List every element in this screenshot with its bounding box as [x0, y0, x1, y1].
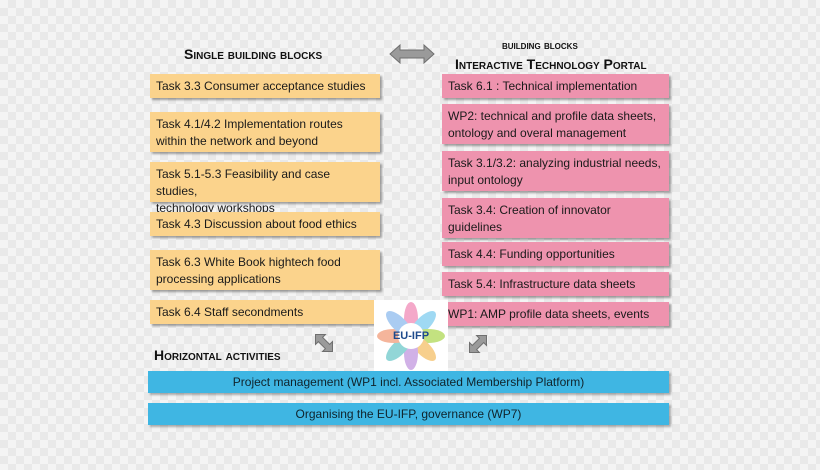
right-task-6: Task 5.4: Infrastructure data sheets — [442, 272, 669, 296]
single-building-blocks-heading: Single building blocks — [184, 46, 323, 62]
portal-heading-line2: Interactive Technology Portal — [455, 56, 647, 72]
right-task-3: Task 3.1/3.2: analyzing industrial needs… — [442, 151, 669, 191]
left-task-2: Task 4.1/4.2 Implementation routes withi… — [150, 112, 380, 152]
right-double-arrow-icon — [469, 335, 487, 353]
eu-ifp-logo: EU-IFP — [374, 300, 448, 372]
left-task-3: Task 5.1-5.3 Feasibility and case studie… — [150, 162, 380, 215]
horizontal-activities-heading: Horizontal activities — [154, 347, 281, 363]
project-management-bar: Project management (WP1 incl. Associated… — [148, 371, 669, 393]
left-task-4: Task 4.3 Discussion about food ethics — [150, 212, 380, 236]
double-arrow-horizontal-icon — [389, 44, 435, 64]
left-task-5: Task 6.3 White Book hightech food proces… — [150, 250, 380, 290]
right-task-1: Task 6.1 : Technical implementation — [442, 74, 669, 98]
right-task-2: WP2: technical and profile data sheets, … — [442, 104, 669, 144]
left-double-arrow-icon — [315, 334, 333, 352]
right-task-7: WP1: AMP profile data sheets, events — [442, 302, 669, 326]
right-task-4: Task 3.4: Creation of innovator guidelin… — [442, 198, 669, 238]
logo-text: EU-IFP — [392, 330, 430, 342]
eu-ifp-logo-graphic — [377, 302, 445, 370]
right-task-5: Task 4.4: Funding opportunities — [442, 242, 669, 266]
left-task-6: Task 6.4 Staff secondments — [150, 300, 380, 324]
left-task-1: Task 3.3 Consumer acceptance studies — [150, 74, 380, 98]
governance-bar: Organising the EU-IFP, governance (WP7) — [148, 403, 669, 425]
portal-heading-line1: building blocks — [502, 38, 578, 52]
